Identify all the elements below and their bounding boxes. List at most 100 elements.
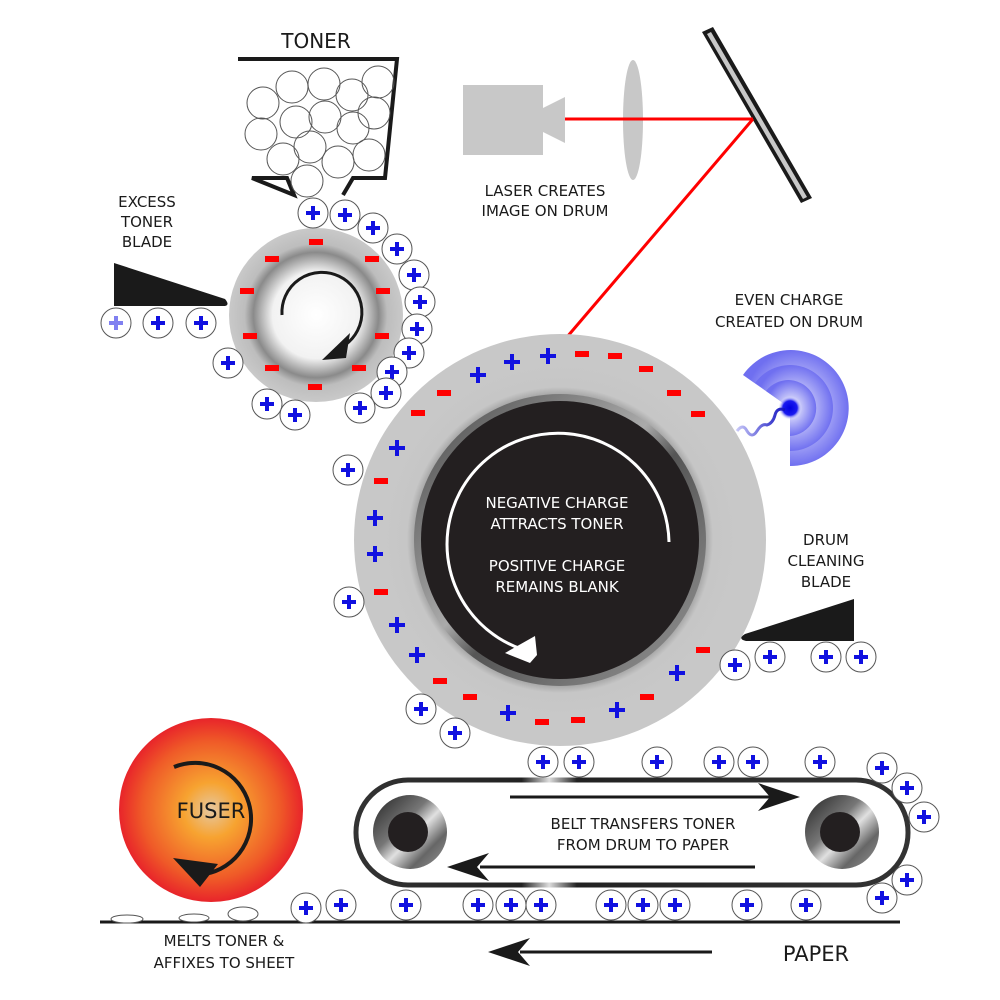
positive-charge-icon [389,617,405,633]
negative-charge-icon [374,478,388,484]
negative-charge-icon [240,288,254,294]
negative-charge-icon [265,365,279,371]
positive-charge-icon [221,356,235,370]
positive-charge-icon [650,755,664,769]
cleaning-label-line2: CLEANING [787,552,864,570]
fuser-rotation-arrow-icon [173,760,254,876]
positive-charge-icon [341,463,355,477]
belt-arrow-left-icon [447,853,489,881]
paper-label: PAPER [783,942,849,966]
positive-charge-icon [367,510,383,526]
fuser: FUSER [119,718,303,902]
drum-cleaning-blade-group: DRUM CLEANING BLADE [741,531,865,641]
paper: MELTS TONER & AFFIXES TO SHEET PAPER [100,906,900,972]
positive-charge-icon [875,891,889,905]
positive-charge-icon [504,898,518,912]
positive-charge-icon [534,898,548,912]
negative-charge-icon [667,390,681,396]
paper-arrow-left-icon [488,938,530,966]
positive-charge-icon [367,546,383,562]
positive-charge-icon [604,898,618,912]
positive-charge-icon [390,242,404,256]
drum-label-negative-2: ATTRACTS TONER [491,515,624,533]
positive-charge-icon [500,705,516,721]
laser-label-line2: IMAGE ON DRUM [482,202,609,220]
positive-charge-icon [636,898,650,912]
positive-charge-icon [194,316,208,330]
positive-charge-icon [813,755,827,769]
positive-charge-icon [799,898,813,912]
laser-nozzle [543,97,565,143]
positive-charge-icon [414,702,428,716]
excess-label-line2: TONER [120,213,173,231]
negative-charge-icon [375,333,389,339]
positive-charge-icon [402,346,416,360]
positive-charge-icon [407,268,421,282]
positive-charge-icon [410,322,424,336]
positive-charge-icon [668,898,682,912]
negative-charge-icon [352,365,366,371]
positive-charge-icon [763,650,777,664]
drum-rotation-arrow-icon [445,431,671,655]
drum-arrowhead-icon [505,636,537,663]
positive-charge-icon [379,386,393,400]
cleaning-label-line1: DRUM [803,531,849,549]
positive-charge-icon [740,898,754,912]
negative-charge-icon [608,353,622,359]
positive-charge-icon [306,206,320,220]
positive-charge-icon [536,755,550,769]
excess-label-line3: BLADE [122,233,172,251]
fuser-label: FUSER [177,799,246,823]
negative-charge-icon [433,678,447,684]
melts-label-line2: AFFIXES TO SHEET [154,954,295,972]
positive-charge-icon [504,354,520,370]
positive-charge-icon [299,901,313,915]
negative-charge-icon [243,333,257,339]
positive-charge-icon [288,408,302,422]
negative-charge-icon [640,694,654,700]
positive-charge-icon [712,755,726,769]
negative-charge-icon [575,351,589,357]
melted-toner [227,906,259,922]
toner-label: TONER [280,29,351,53]
excess-toner-blade [114,263,228,306]
melts-label-line1: MELTS TONER & [164,932,285,950]
positive-charge-icon [389,440,405,456]
laser-body [463,85,543,155]
negative-charge-icon [535,719,549,725]
arrowhead-icon [322,333,350,360]
positive-charge-icon [338,208,352,222]
positive-charge-icon [334,898,348,912]
positive-charge-icon [470,367,486,383]
excess-toner-blade-group: EXCESS TONER BLADE [114,193,228,306]
positive-charge-icon [900,873,914,887]
positive-charge-icon [409,647,425,663]
positive-charge-icon [572,755,586,769]
positive-charge-icon [260,397,274,411]
belt-label-line1: BELT TRANSFERS TONER [551,815,736,833]
positive-charge-icon [471,898,485,912]
negative-charge-icon [463,694,477,700]
negative-charge-icon [374,589,388,595]
cleaning-label-line3: BLADE [801,573,851,591]
charge-corona: EVEN CHARGE CREATED ON DRUM [715,291,863,467]
even-charge-label-line2: CREATED ON DRUM [715,313,863,331]
negative-charge-icon [308,384,322,390]
toner-hopper: TONER [238,29,400,199]
drum-cleaning-blade [741,599,854,641]
positive-charge-icon [875,761,889,775]
positive-charge-icon [151,316,165,330]
laser-beam-reflected [565,118,755,338]
belt-label-line2: FROM DRUM TO PAPER [557,836,729,854]
positive-charge-icon [448,726,462,740]
transfer-belt: BELT TRANSFERS TONER FROM DRUM TO PAPER [353,777,911,888]
negative-charge-icon [265,256,279,262]
developer-roller [229,228,403,402]
drum-label-positive-1: POSITIVE CHARGE [489,557,625,575]
positive-charge-icon [366,221,380,235]
melted-toner [110,914,144,924]
positive-charge-icon [609,702,625,718]
rotation-arrow-icon [280,270,364,347]
even-charge-label-line1: EVEN CHARGE [735,291,844,309]
